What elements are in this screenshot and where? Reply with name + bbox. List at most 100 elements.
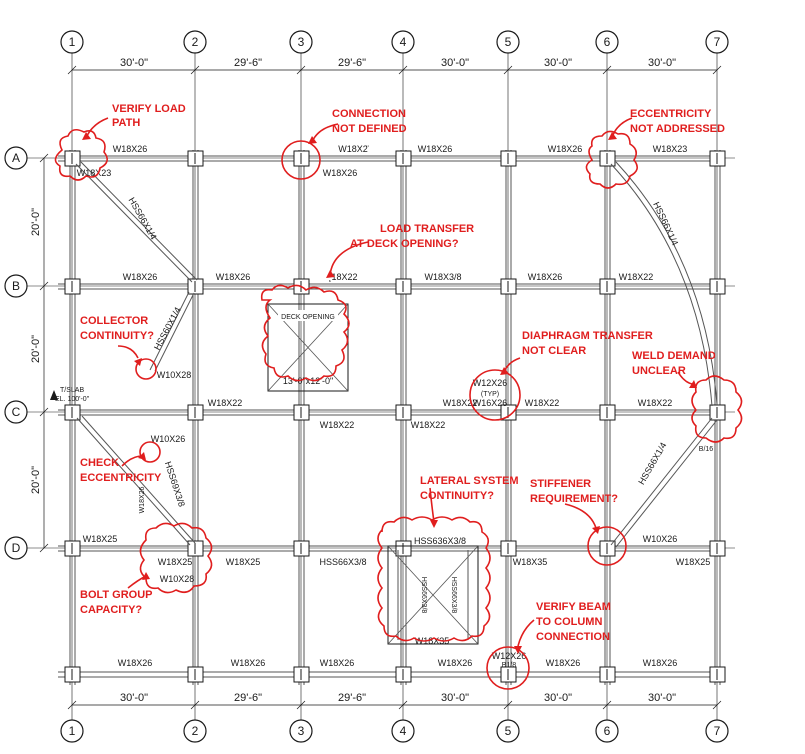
member-labels-E: W18X26 W18X26 W18X26 W18X26 W18X26 W18X2… bbox=[118, 651, 678, 669]
deck-opening-size: 13'-0"x12'-0" bbox=[283, 376, 333, 386]
note-n8-line2: ECCENTRICITY bbox=[80, 472, 162, 484]
member-labels-B: W18X26 W18X26 ¸18X22 W18X3/8 W18X26 W18X… bbox=[123, 272, 654, 282]
member-labels-A: W18X26 W18X2̈ W18X26 W18X26 W18X23 W18X2… bbox=[77, 144, 688, 178]
member-b5: W18X26 bbox=[528, 272, 563, 282]
note-n3-line1: ECCENTRICITY bbox=[630, 108, 712, 120]
grid-label-2-bottom: 2 bbox=[192, 724, 199, 738]
grid-label-C: C bbox=[12, 405, 21, 419]
member-a-col3: W18X26 bbox=[323, 168, 358, 178]
member-d3: HSS66X3/8 bbox=[319, 557, 366, 567]
note-n9-line1: LATERAL SYSTEM bbox=[420, 475, 519, 487]
cloud-c7 bbox=[691, 375, 743, 443]
member-d-col2b: W10X28 bbox=[160, 574, 195, 584]
note-n12-line1: VERIFY BEAM bbox=[536, 601, 611, 613]
note-n11-line1: BOLT GROUP bbox=[80, 589, 153, 601]
redline-arrowheads bbox=[82, 132, 697, 654]
member-e2: W18X26 bbox=[231, 658, 266, 668]
note-n3-line2: NOT ADDRESSED bbox=[630, 123, 725, 135]
member-d-opening-v1: HSS66X3/8 bbox=[420, 577, 427, 614]
dimension-text-left: 20'-0" 20'-0" 20'-0" bbox=[30, 208, 42, 494]
grid-label-1-top: 1 bbox=[69, 35, 76, 49]
member-e-col5b: B1/8 bbox=[502, 662, 517, 669]
brace-label-cd: HSS69X3/8 bbox=[163, 460, 187, 508]
member-a3: W18X26 bbox=[418, 144, 453, 154]
arrowhead-n7-icon bbox=[689, 380, 697, 388]
member-e-col5a: W12X26 bbox=[492, 651, 527, 661]
member-c-col5b: (TYP) bbox=[481, 391, 499, 398]
member-d-opening-top: HSS636X3/8 bbox=[414, 536, 466, 546]
note-n1-line1: VERIFY LOAD bbox=[112, 103, 186, 115]
brace-label-bc: HSS60X1/4 bbox=[152, 305, 183, 351]
member-e3: W18X26 bbox=[320, 658, 355, 668]
dim-bottom-3: 29'-6" bbox=[338, 692, 366, 704]
dimension-text-top: 30'-0" 29'-6" 29'-6" 30'-0" 30'-0" 30'-0… bbox=[120, 57, 676, 69]
dim-top-6: 30'-0" bbox=[648, 57, 676, 69]
dim-bottom-6: 30'-0" bbox=[648, 692, 676, 704]
grid-label-D: D bbox=[12, 541, 21, 555]
note-n6-line2: NOT CLEAR bbox=[522, 345, 586, 357]
leader-n7 bbox=[677, 371, 693, 385]
grid-label-A: A bbox=[12, 151, 20, 165]
member-e6: W18X26 bbox=[438, 658, 473, 668]
arrowhead-n4-icon bbox=[326, 270, 335, 278]
leader-n1 bbox=[85, 117, 109, 139]
member-a2: W18X2̈ bbox=[338, 144, 370, 154]
arrowhead-n3-icon bbox=[608, 132, 617, 140]
dim-top-3: 29'-6" bbox=[338, 57, 366, 69]
grid-label-5-bottom: 5 bbox=[505, 724, 512, 738]
grid-label-3-bottom: 3 bbox=[298, 724, 305, 738]
braces bbox=[75, 161, 718, 548]
note-n10-line2: REQUIREMENT? bbox=[530, 493, 618, 505]
grid-bubbles-top: 1 2 3 4 5 6 7 bbox=[60, 30, 729, 54]
note-n4-line2: AT DECK OPENING? bbox=[350, 238, 459, 250]
arrowhead-n6-icon bbox=[500, 367, 509, 375]
dim-bottom-2: 29'-6" bbox=[234, 692, 262, 704]
member-e4: W18X26 bbox=[546, 658, 581, 668]
dim-top-2: 29'-6" bbox=[234, 57, 262, 69]
note-n4-line1: LOAD TRANSFER bbox=[380, 223, 474, 235]
dimension-lines bbox=[39, 65, 722, 710]
member-labels-D: W18X25 W18X25 HSS66X3/8 W18X35 W10X26 W1… bbox=[83, 534, 711, 646]
grid-bubbles-rows: A B C D bbox=[4, 146, 28, 560]
dim-bottom-5: 30'-0" bbox=[544, 692, 572, 704]
dim-left-2: 20'-0" bbox=[30, 335, 42, 363]
arrowhead-n10-icon bbox=[592, 526, 600, 534]
cloud-d6 bbox=[587, 526, 627, 566]
dim-bottom-1: 30'-0" bbox=[120, 692, 148, 704]
cloud-c2 bbox=[139, 441, 161, 463]
dim-left-1: 20'-0" bbox=[30, 208, 42, 236]
deck-opening-label-bg bbox=[278, 310, 338, 321]
redline-notes: VERIFY LOAD PATH CONNECTION NOT DEFINED … bbox=[80, 103, 725, 643]
note-n2-line2: NOT DEFINED bbox=[332, 123, 407, 135]
dim-bottom-4: 30'-0" bbox=[441, 692, 469, 704]
member-d-col2a: W18X25 bbox=[158, 557, 193, 567]
note-n9-line2: CONTINUITY? bbox=[420, 490, 494, 502]
member-d5: W10X26 bbox=[643, 534, 678, 544]
deck-opening-title: DECK OPENING bbox=[281, 314, 335, 321]
dim-top-1: 30'-0" bbox=[120, 57, 148, 69]
cloud-b2 bbox=[135, 358, 157, 380]
note-n7-line1: WELD DEMAND bbox=[632, 350, 716, 362]
grid-bubbles-bottom: 1 2 3 4 5 6 7 bbox=[60, 719, 729, 743]
member-d6: W18X25 bbox=[676, 557, 711, 567]
dim-top-4: 30'-0" bbox=[441, 57, 469, 69]
member-e5: W18X26 bbox=[643, 658, 678, 668]
cloud-c5 bbox=[469, 369, 521, 421]
member-c-brace1: W10X26 bbox=[151, 434, 186, 444]
member-b6: W18X22 bbox=[619, 272, 654, 282]
arrowhead-n11-icon bbox=[142, 572, 150, 580]
elevation-line1: T/SLAB bbox=[60, 387, 84, 394]
opening-d4 bbox=[387, 545, 479, 645]
brace-label-cd2: W18X26 bbox=[139, 486, 146, 513]
grid-label-6-bottom: 6 bbox=[604, 724, 611, 738]
dim-left-3: 20'-0" bbox=[30, 466, 42, 494]
brace-label-ab: HSS66X1/4 bbox=[127, 196, 159, 242]
grid-label-7-top: 7 bbox=[714, 35, 721, 49]
dimension-text-bottom: 30'-0" 29'-6" 29'-6" 30'-0" 30'-0" 30'-0… bbox=[120, 692, 676, 704]
leader-n3 bbox=[611, 117, 633, 139]
member-a4: W18X26 bbox=[548, 144, 583, 154]
member-c5: W18X22 bbox=[525, 398, 560, 408]
opening-d4-x2 bbox=[387, 545, 479, 645]
member-c-col5c: W16X26 bbox=[473, 398, 508, 408]
